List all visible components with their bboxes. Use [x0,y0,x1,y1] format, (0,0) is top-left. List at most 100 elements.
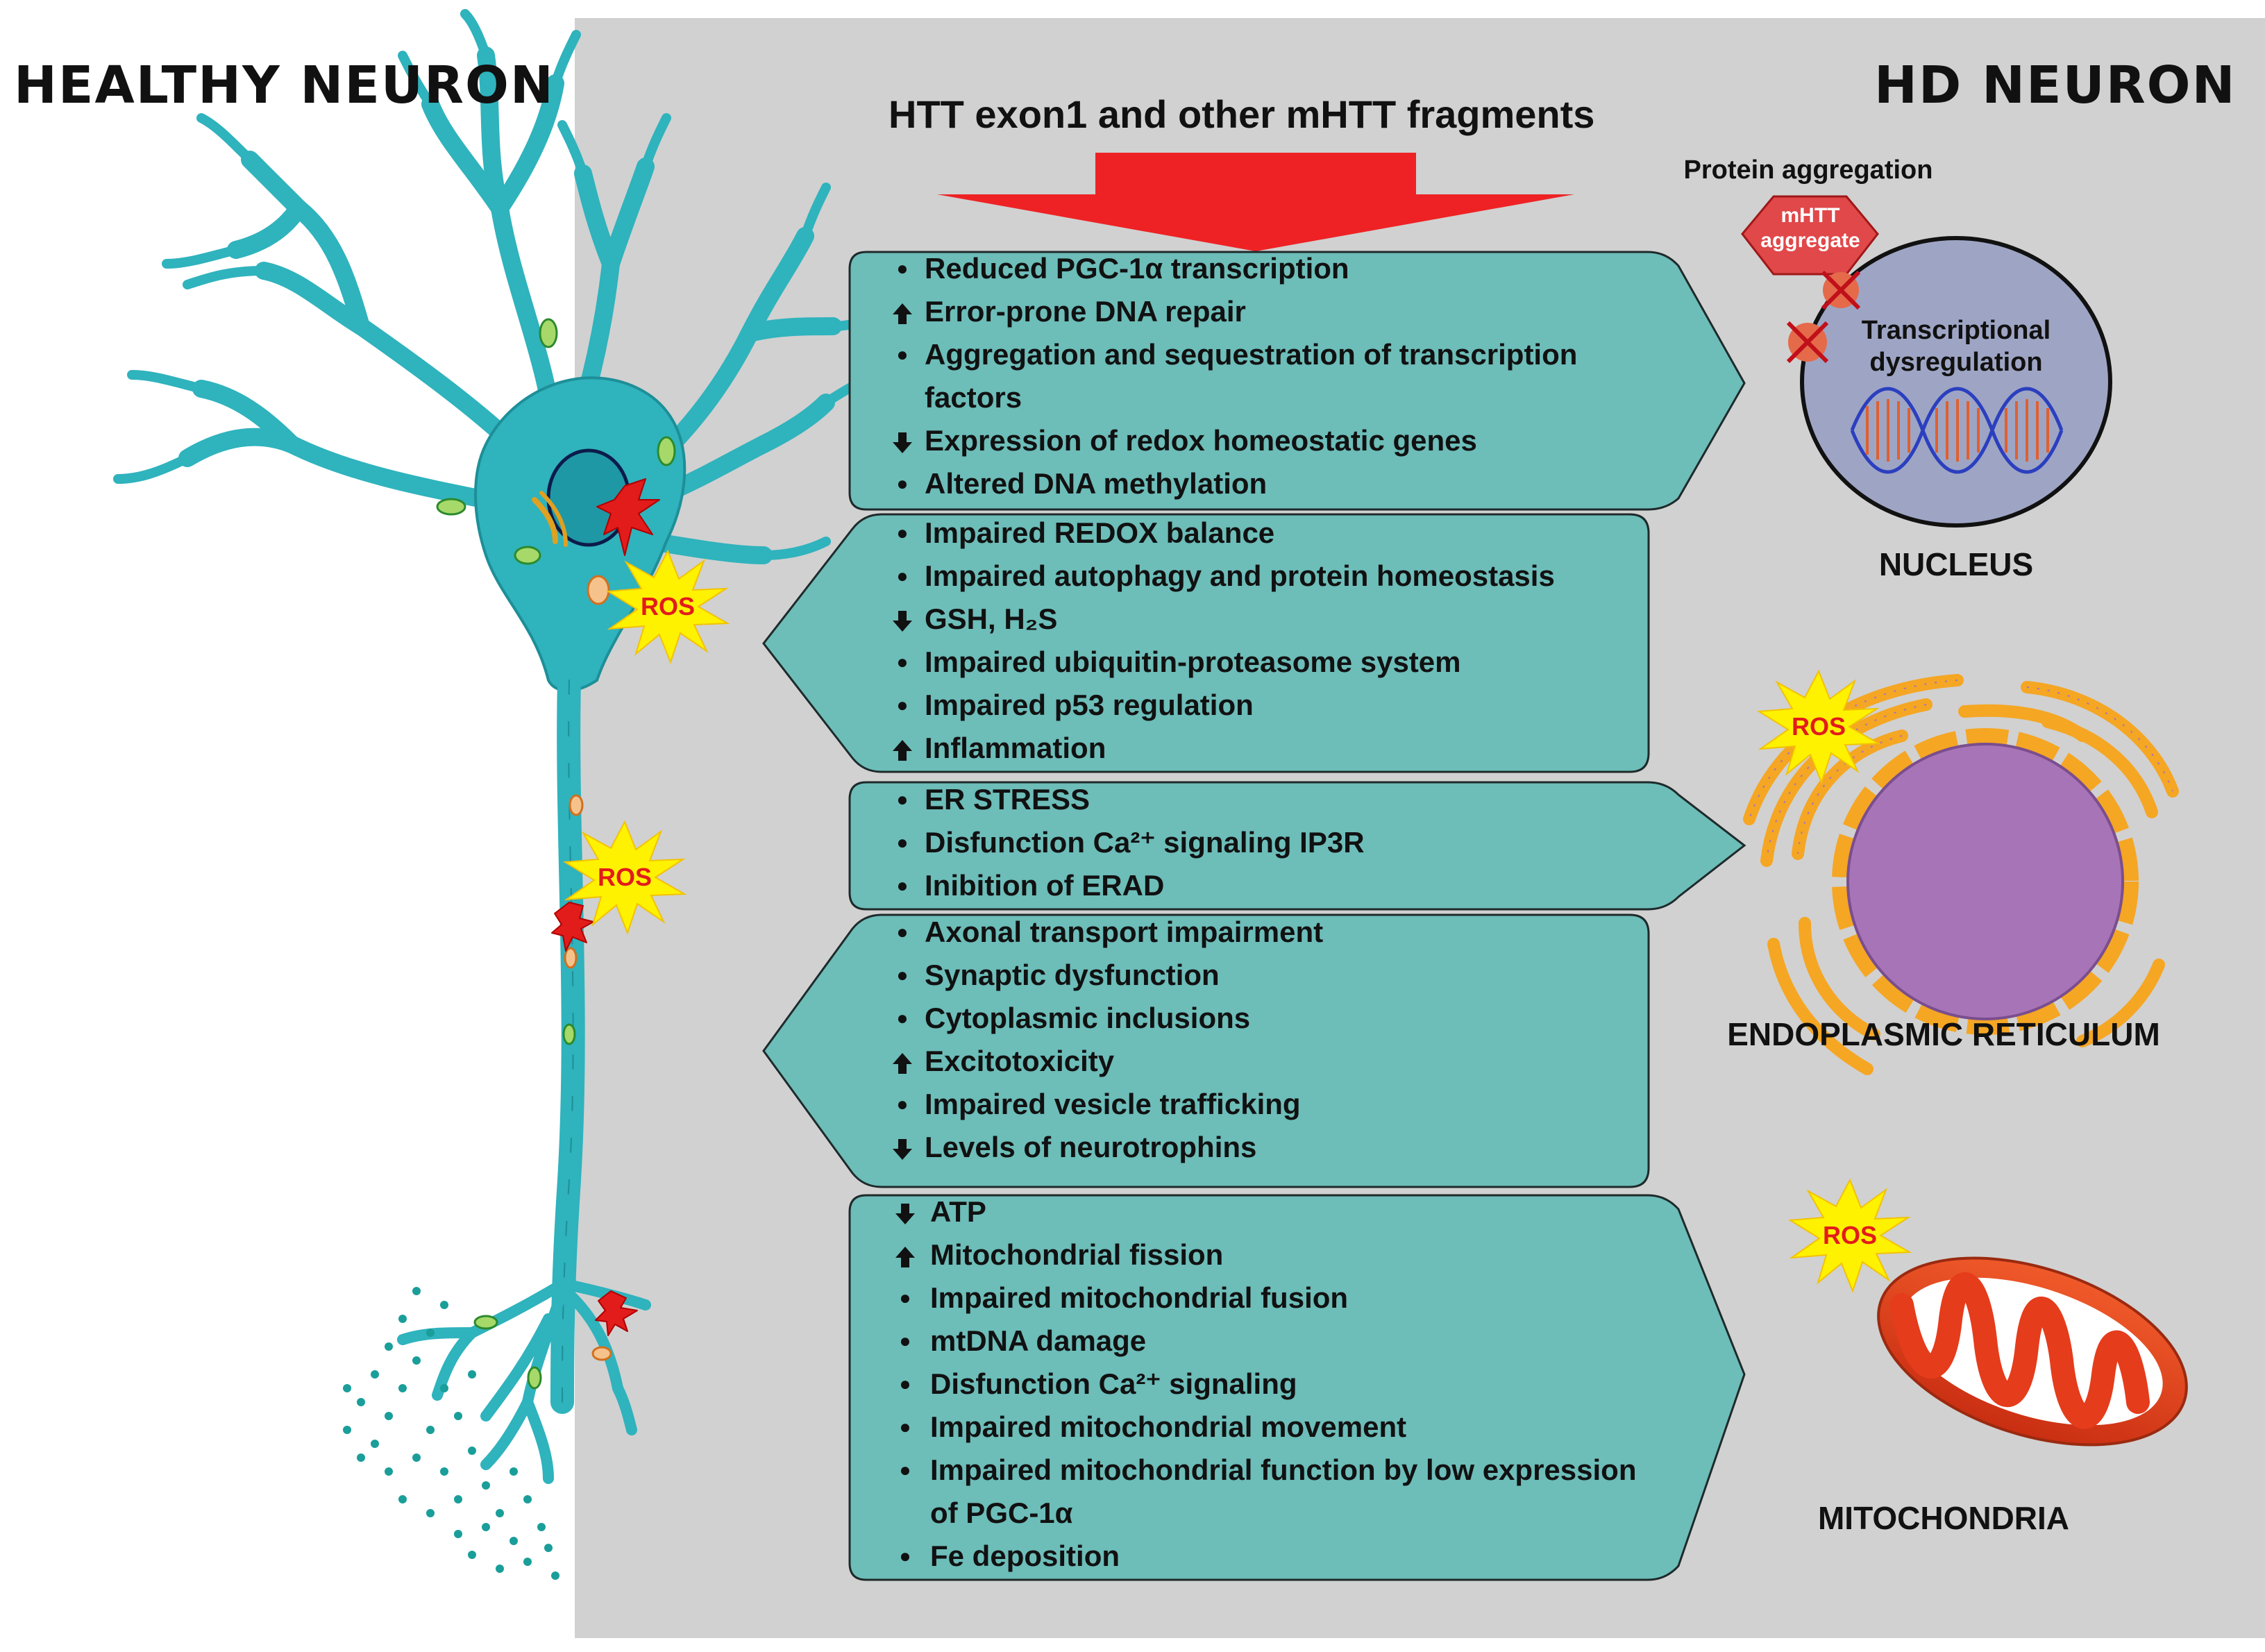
bullet-icon: ● [896,565,909,587]
ros-star-er: ROS [1758,671,1879,783]
panel-item-text: Reduced PGC-1α transcription [925,252,1349,285]
aggregate-label: aggregate [1760,229,1860,252]
panel-nucleus-shape [848,251,1746,511]
panel-item-text: Inibition of ERAD [925,869,1165,902]
panel-item: ● Disfunction Ca²⁺ signaling [866,1363,1636,1406]
ros-star-axon: ROS [564,821,685,934]
panel-item-text: Impaired ubiquitin-proteasome system [925,646,1461,678]
panel-item: ●Synaptic dysfunction [866,954,1323,997]
panel-item: ●mtDNA damage [866,1320,1636,1363]
blocked-protein-icon [1786,270,1861,364]
panel-item: Excitotoxicity [866,1040,1323,1083]
panel-item-text: Impaired autophagy and protein homeostas… [925,559,1555,592]
panel-item-text: Inflammation [925,732,1106,764]
ros-label: ROS [641,592,695,621]
panel-item-text: Disfunction Ca²⁺ signaling IP3R [925,826,1365,859]
bullet-icon: ● [896,258,909,279]
transcriptional-label: Transcriptional [1862,316,2051,345]
panel-item: ● ER STRESS [866,778,1365,821]
arrow-up-icon [887,727,918,770]
panel-item-text: Impaired mitochondrial movement [930,1410,1407,1443]
panel-item: ● Aggregation and sequestration of transc… [866,333,1578,376]
bullet-icon: ● [899,1373,911,1394]
hd-neuron-header: HD NEURON [1874,56,2237,115]
bullet-icon: ● [896,1093,909,1115]
panel-item-text: Disfunction Ca²⁺ signaling [930,1367,1297,1400]
bullet-icon: ● [896,1007,909,1029]
panel-er-shape [848,781,1746,911]
panel-item: factors [866,376,1577,419]
panel-item-text: Impaired REDOX balance [925,516,1275,549]
panel-item-text: Error-prone DNA repair [925,295,1246,328]
bullet-icon: ● [896,789,909,810]
panel-item: ● Impaired mitochondrial function by low … [866,1449,1637,1492]
arrow-up-icon [890,1233,920,1276]
arrow-down-icon [887,598,918,641]
ros-star-mito: ROS [1790,1179,1910,1292]
panel-item-text: Expression of redox homeostatic genes [925,424,1477,457]
panel-axon-list: ●Axonal transport impairment●Synaptic dy… [866,911,1323,1169]
ros-star-soma: ROS [607,550,728,663]
bullet-icon: ● [899,1459,911,1481]
ros-label: ROS [598,863,652,891]
mitochondria-label: MITOCHONDRIA [1817,1500,2070,1536]
panel-item: Levels of neurotrophins [866,1126,1323,1169]
ros-label: ROS [1792,712,1846,741]
neuron-illustration [113,9,886,1580]
panel-item: ● Inibition of ERAD [866,864,1365,907]
panel-item: ●Altered DNA methylation [866,462,1577,505]
bullet-icon: ● [896,522,909,543]
panel-ros-shape [762,513,1650,773]
panel-item: ● Fe deposition [866,1535,1636,1578]
arrow-down-icon [890,1190,920,1233]
panel-item: ● Impaired autophagy and protein homeosta… [866,555,1555,598]
bullet-icon: ● [899,1545,911,1567]
bullet-icon: ● [896,875,909,896]
panel-item-text: ER STRESS [925,783,1091,816]
arrow-up-icon [887,1040,918,1083]
bullet-icon: ● [899,1330,911,1351]
panel-item: of PGC-1α [866,1492,1636,1535]
panel-item: GSH, H₂S [866,598,1555,641]
bullet-icon: ● [896,832,909,853]
panel-item: ●Axonal transport impairment [866,911,1324,954]
panel-item: Error-prone DNA repair [866,290,1577,333]
panel-item: ●Impaired vesicle trafficking [866,1083,1323,1126]
panel-item: ● Impaired ubiquitin-proteasome system [866,641,1555,684]
protein-aggregation-label: Protein aggregation [1684,155,1933,185]
bullet-icon: ● [899,1416,911,1438]
arrow-up-icon [887,290,918,333]
mhtt-label: mHTT [1781,204,1840,227]
ros-label: ROS [1823,1221,1877,1249]
top-title: HTT exon1 and other mHTT fragments [889,92,1595,136]
panel-axon-shape [762,913,1650,1188]
panel-item-text: Excitotoxicity [925,1045,1115,1077]
panel-item: ●Impaired p53 regulation [866,684,1555,727]
panel-item: Expression of redox homeostatic genes [866,419,1577,462]
panel-item-text: GSH, H₂S [925,602,1058,635]
panel-item-text: of PGC-1α [930,1497,1073,1529]
panel-item: ● Impaired mitochondrial movement [866,1406,1636,1449]
panel-er-list: ● ER STRESS ● Disfunction Ca²⁺ signaling IP… [866,778,1365,907]
bullet-icon: ● [896,651,909,673]
er-label: ENDOPLASMIC RETICULUM [1727,1016,2160,1052]
panel-ros-list: ● Impaired REDOX balance ● Impaired autopha… [866,512,1555,770]
dysregulation-label: dysregulation [1869,348,2042,377]
panel-item: ● Impaired REDOX balance [866,512,1555,555]
panel-item: Inflammation [866,727,1555,770]
arrow-down-icon [887,1126,918,1169]
mitochondria-illustration [1877,1256,2188,1447]
panel-item: ● Disfunction Ca²⁺ signaling IP3R [866,821,1365,864]
panel-item-text: Impaired mitochondrial function by low e… [930,1453,1637,1486]
panel-item-text: Mitochondrial fission [930,1238,1224,1271]
mhtt-red-arrow [937,153,1574,251]
bullet-icon: ● [896,344,909,365]
panel-item: Mitochondrial fission [866,1233,1636,1276]
arrow-down-icon [887,419,918,462]
panel-item-text: Aggregation and sequestration of transcr… [925,338,1578,371]
panel-item: ●Impaired mitochondrial fusion [866,1276,1636,1320]
panel-item-text: ATP [930,1195,986,1228]
panel-item-text: Fe deposition [930,1540,1120,1572]
